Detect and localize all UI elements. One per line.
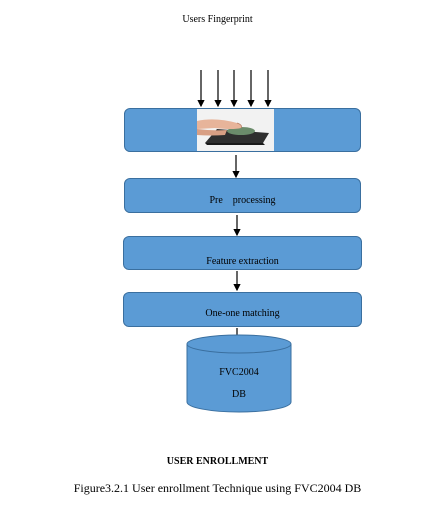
preprocessing-label: Pre processing bbox=[209, 195, 276, 206]
feature-extraction-box: Feature extraction bbox=[123, 236, 362, 270]
preprocessing-box: Pre processing bbox=[124, 178, 361, 213]
section-heading: USER ENROLLMENT bbox=[166, 456, 269, 467]
matching-box: One-one matching bbox=[123, 292, 362, 327]
matching-label: One-one matching bbox=[205, 308, 280, 319]
diagram-title: Users Fingerprint bbox=[182, 14, 253, 25]
database-cylinder bbox=[186, 334, 292, 413]
figure-caption: Figure3.2.1 User enrollment Technique us… bbox=[73, 481, 362, 495]
fingerprint-scanner-image bbox=[197, 109, 274, 151]
database-label-line2: DB bbox=[232, 389, 246, 400]
fingerprint-scanner-icon bbox=[197, 109, 274, 151]
feature-extraction-label: Feature extraction bbox=[206, 256, 279, 267]
database-label-line1: FVC2004 bbox=[219, 367, 259, 378]
